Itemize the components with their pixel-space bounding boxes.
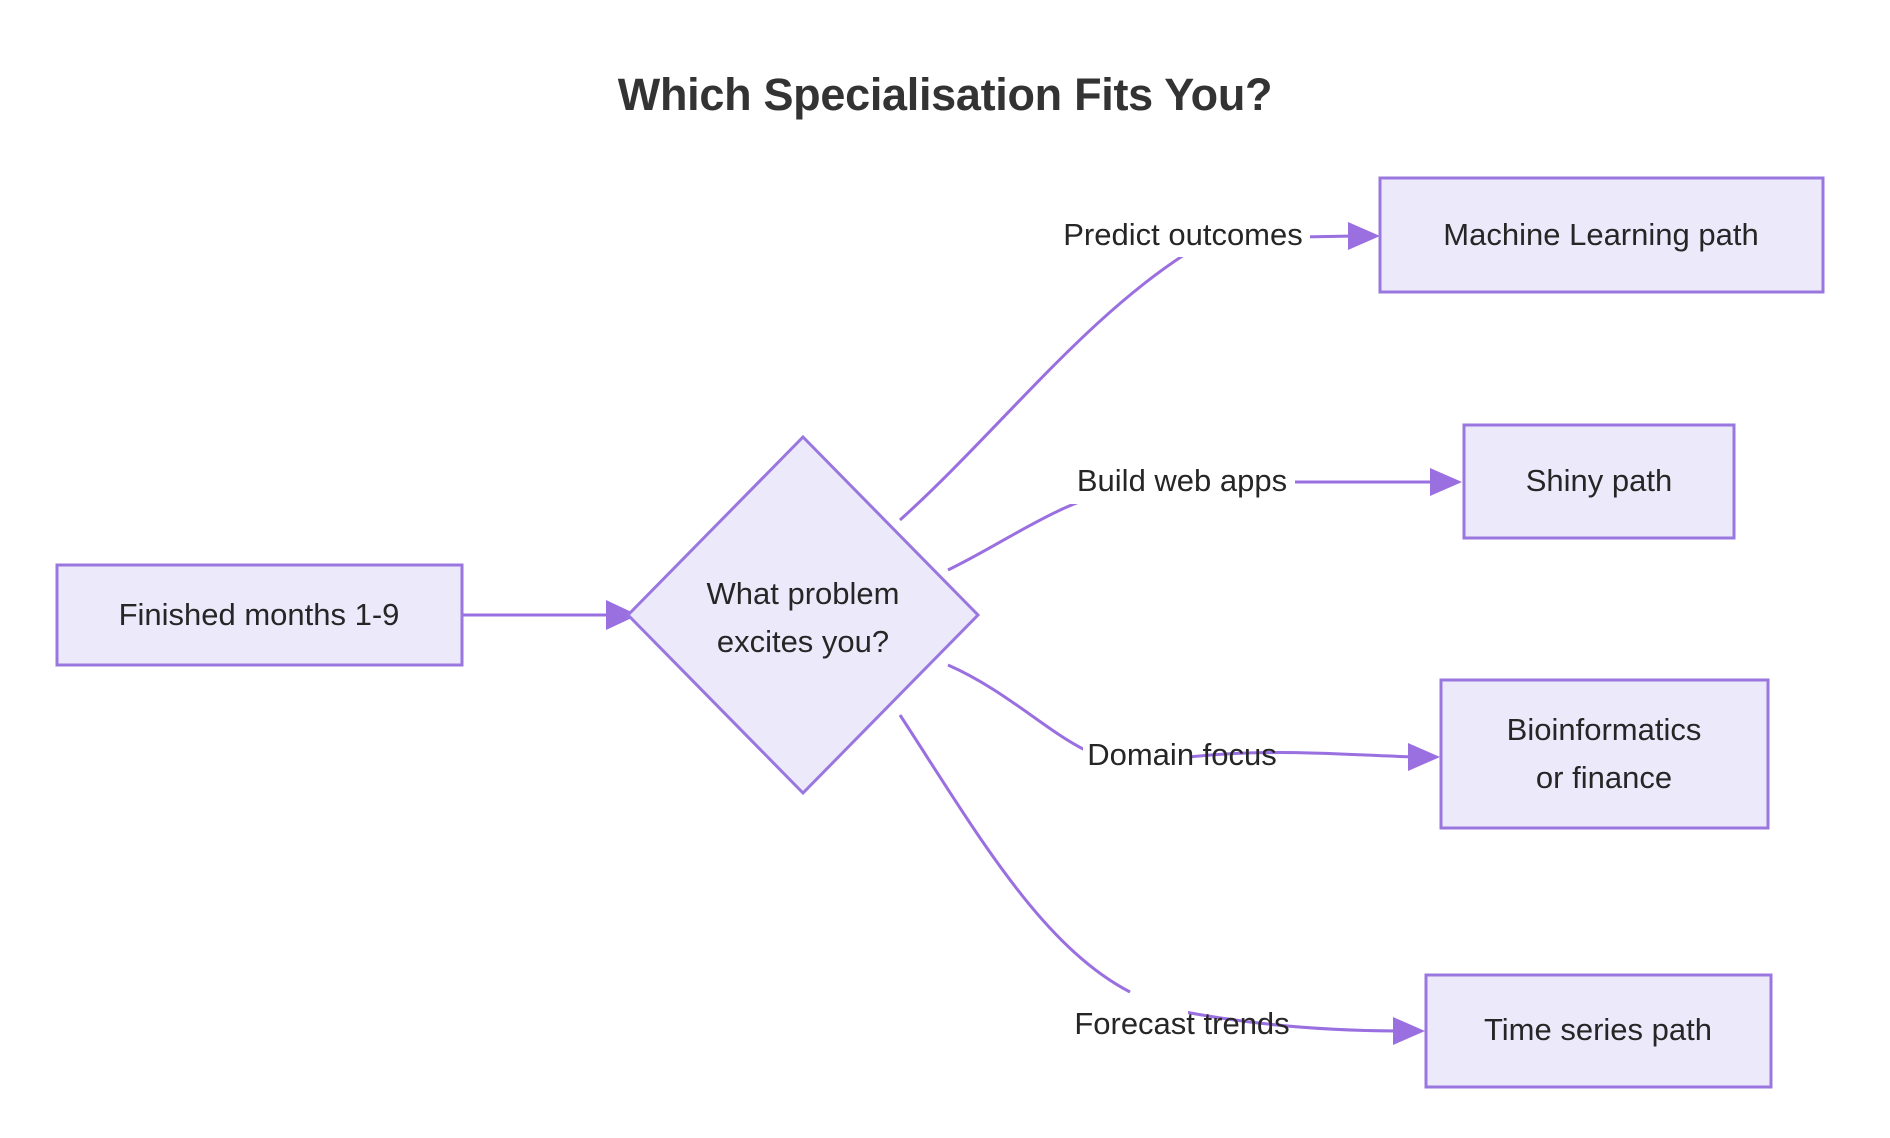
page-title: Which Specialisation Fits You? (618, 69, 1272, 120)
node-shiny-label: Shiny path (1526, 463, 1673, 498)
edge-path-decision-ml (898, 235, 1301, 522)
edge-label-domain-bg (1083, 735, 1190, 779)
edge-label-build-web-apps: Build web apps (1070, 460, 1295, 504)
edge-label-webapps-text: Build web apps (1077, 463, 1287, 498)
edge-start-to-decision (462, 600, 638, 630)
node-bioinformatics-shape[interactable] (1439, 678, 1770, 830)
node-time-series-label: Time series path (1484, 1012, 1712, 1047)
node-bioinformatics-label-line2: or finance (1536, 760, 1672, 795)
edge-label-forecast-bg (1068, 1001, 1188, 1045)
edge-label-domain-text: Domain focus (1087, 737, 1277, 772)
edge-label-forecast-text: Forecast trends (1074, 1006, 1289, 1041)
arrow-head-decision-ml (1348, 222, 1380, 250)
node-decision-shape[interactable] (625, 434, 981, 796)
edge-label-webapps-bg (1070, 460, 1295, 504)
node-machine-learning-label: Machine Learning path (1443, 217, 1758, 252)
node-finished-months-shape[interactable] (55, 563, 464, 667)
node-decision-label-line1: What problem (707, 576, 900, 611)
edge-path-decision-bio-tail (1187, 751, 1419, 759)
edge-label-forecast-trends: Forecast trends (1068, 1001, 1290, 1045)
edge-decision-to-ts (898, 714, 1425, 1045)
node-finished-months-label: Finished months 1-9 (119, 597, 400, 632)
node-finished-months[interactable]: Finished months 1-9 (55, 563, 464, 667)
arrow-head-decision-ts (1393, 1017, 1425, 1045)
edge-path-decision-ts (898, 714, 1131, 994)
node-bioinformatics-or-finance[interactable]: Bioinformatics or finance (1439, 678, 1770, 830)
edge-label-predict-text: Predict outcomes (1063, 217, 1303, 252)
node-shiny-path[interactable]: Shiny path (1462, 423, 1736, 540)
node-time-series-shape[interactable] (1424, 973, 1773, 1089)
node-time-series-path[interactable]: Time series path (1424, 973, 1773, 1089)
node-decision-label-line2: excites you? (717, 624, 889, 659)
edge-label-predict-outcomes: Predict outcomes (1055, 213, 1310, 257)
node-machine-learning-shape[interactable] (1378, 176, 1825, 294)
arrow-head-start-decision (606, 600, 638, 630)
node-decision-what-problem[interactable]: What problem excites you? (625, 434, 981, 796)
edge-label-predict-bg (1055, 213, 1310, 257)
arrow-head-decision-bio (1408, 743, 1440, 771)
edge-path-decision-bio (947, 663, 1086, 752)
edge-decision-to-bio (947, 663, 1440, 771)
node-bioinformatics-label-line1: Bioinformatics (1507, 712, 1702, 747)
node-machine-learning-path[interactable]: Machine Learning path (1378, 176, 1825, 294)
edge-path-decision-ts-tail (1184, 1010, 1403, 1033)
arrow-head-decision-shiny (1430, 468, 1462, 496)
node-shiny-shape[interactable] (1462, 423, 1736, 540)
edge-label-domain-focus: Domain focus (1083, 735, 1277, 779)
